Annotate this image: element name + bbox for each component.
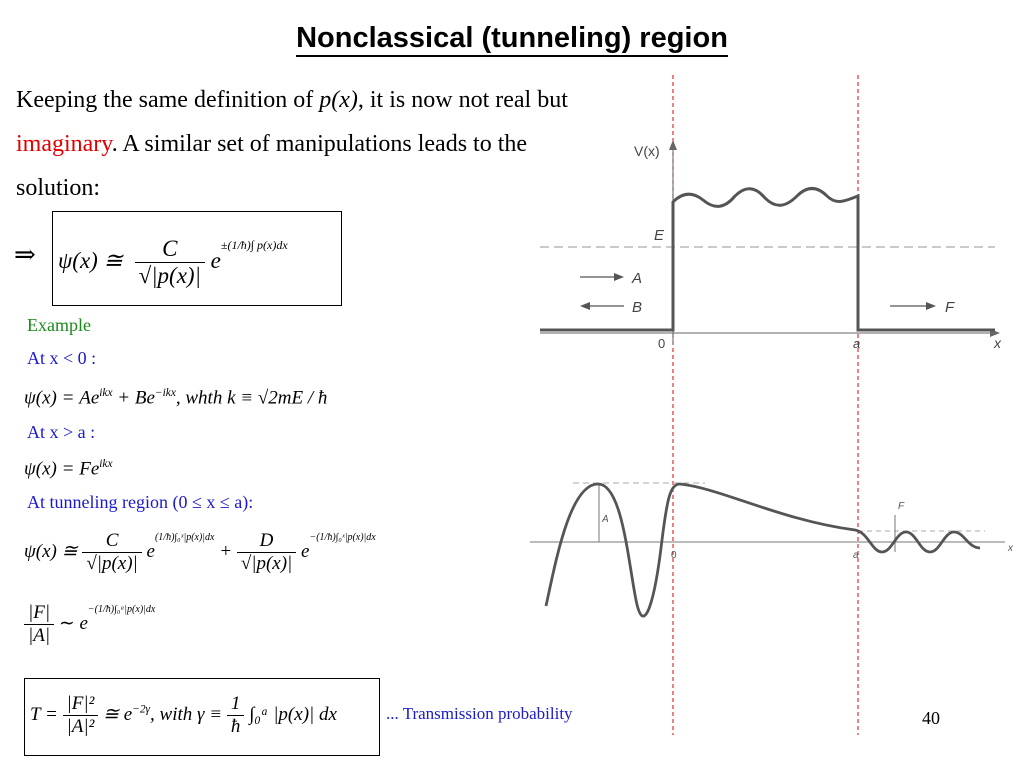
region-left-label: At x < 0 : <box>27 348 97 368</box>
potential-curve <box>540 187 995 332</box>
lower-a-amplitude-label: A <box>601 514 609 525</box>
left-region-equation: ψ(x) = Aeikx + Be−ikx, whth k ≡ √2mE / ħ <box>24 387 328 409</box>
a-arrow-label: A <box>631 270 642 287</box>
right-region-equation: ψ(x) = Feikx <box>24 458 113 480</box>
example-label: Example <box>27 315 91 335</box>
transmission-box <box>24 678 380 756</box>
page-number: 40 <box>922 708 940 728</box>
main-equation: ψ(x) ≅ C√|p(x)| e±(1/ħ)∫ p(x)dx <box>58 236 288 288</box>
page-title: Nonclassical (tunneling) region <box>0 22 1024 57</box>
x-label-upper: x <box>993 335 1002 351</box>
x-label-lower: x <box>1007 543 1014 554</box>
tunneling-equation: ψ(x) ≅ C√|p(x)| e(1/ħ)∫₀ˣ|p(x)|dx + D√|p… <box>24 530 376 574</box>
lower-f-label: F <box>898 501 905 512</box>
wavefunction-curve <box>544 482 981 618</box>
tunneling-region-label: At tunneling region (0 ≤ x ≤ a): <box>27 492 254 512</box>
f-arrow-label: F <box>945 299 955 316</box>
transmission-note: ... Transmission probability <box>386 704 573 723</box>
amplitude-ratio: |F||A| ∼ e−(1/ħ)∫₀ᵃ|p(x)|dx <box>24 602 155 647</box>
intro-paragraph: Keeping the same definition of p(x), it … <box>16 87 568 201</box>
energy-label: E <box>654 227 665 244</box>
main-equation-box <box>52 211 342 306</box>
b-arrow-label: B <box>632 299 642 316</box>
lower-zero-label: 0 <box>671 550 677 561</box>
zero-label-upper: 0 <box>658 336 665 351</box>
vx-label: V(x) <box>634 143 660 159</box>
a-label-upper: a <box>853 336 860 351</box>
implies-symbol: ⇒ <box>14 240 36 269</box>
lower-a-label: a <box>853 550 859 561</box>
vx-axis-arrow-icon <box>669 140 677 150</box>
imaginary-word: imaginary <box>16 131 112 157</box>
region-right-label: At x > a : <box>27 422 96 442</box>
